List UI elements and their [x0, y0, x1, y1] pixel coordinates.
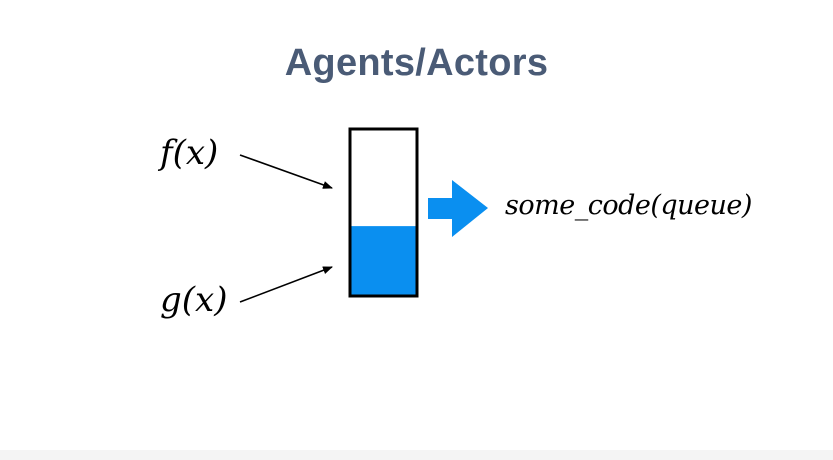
footer-band	[0, 450, 833, 460]
arrow-g-to-queue	[239, 266, 333, 303]
input-label-f: f(x)	[160, 133, 219, 173]
queue-box	[348, 127, 419, 298]
queue-outline	[348, 127, 419, 298]
queue-fill	[351, 226, 416, 295]
slide-title: Agents/Actors	[284, 42, 549, 84]
output-arrow	[428, 180, 488, 237]
output-label: some_code(queue)	[505, 190, 752, 221]
arrow-f-to-queue	[239, 154, 333, 189]
input-label-g: g(x)	[160, 280, 228, 320]
